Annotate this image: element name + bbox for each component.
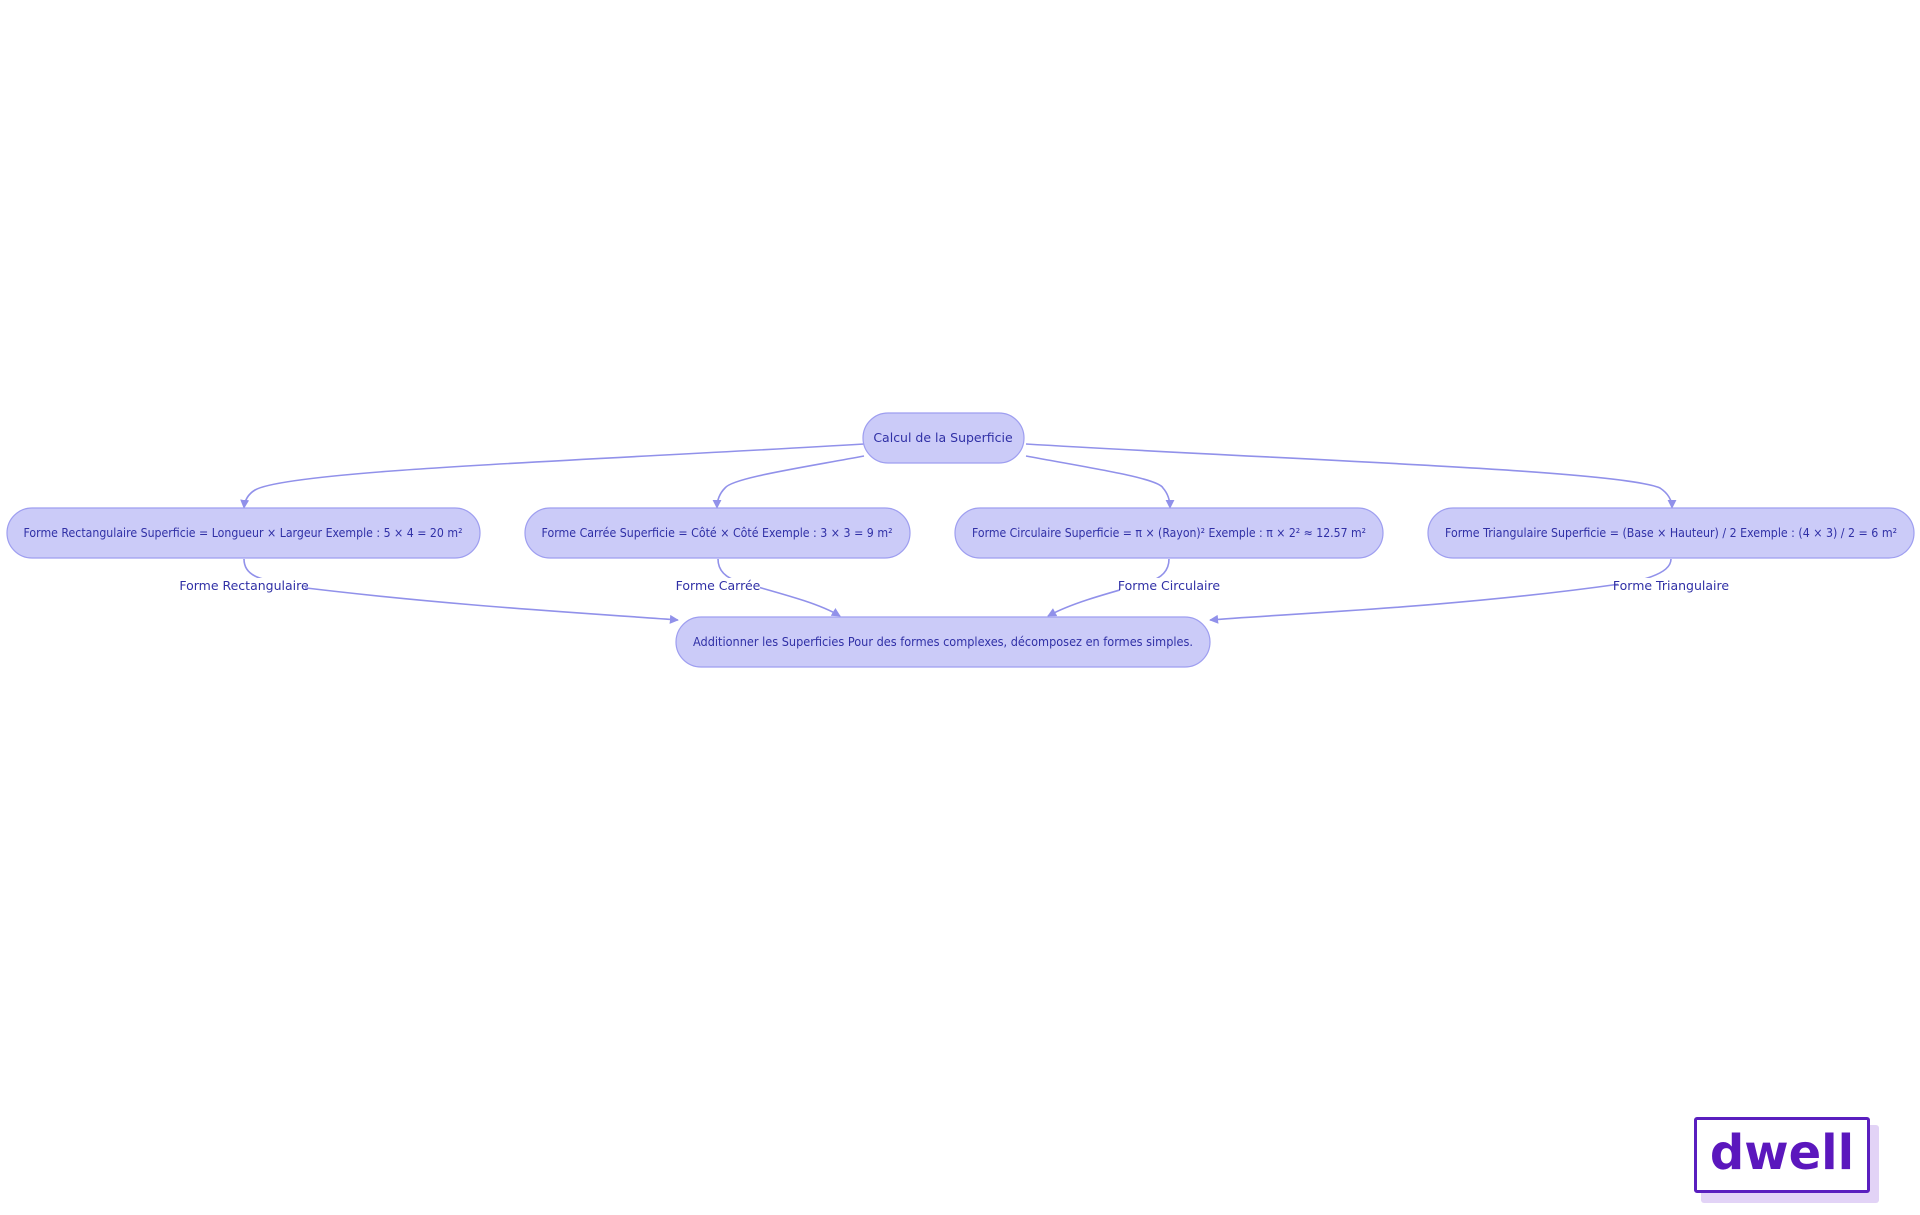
dwell-logo-text: dwell bbox=[1709, 1125, 1855, 1181]
node-circular-label: Forme Circulaire Superficie = π × (Rayon… bbox=[972, 525, 1366, 540]
edge-root-to-triangle bbox=[1025, 443, 1677, 509]
edge-label-triangle: Forme Triangulaire bbox=[1613, 578, 1729, 594]
node-rectangular-label: Forme Rectangulaire Superficie = Longueu… bbox=[24, 525, 463, 540]
node-root-label: Calcul de la Superficie bbox=[873, 430, 1013, 445]
edge-triangle-to-sum bbox=[1209, 558, 1672, 624]
node-triangular: Forme Triangulaire Superficie = (Base × … bbox=[1427, 507, 1915, 559]
edge-label-rect-text: Forme Rectangulaire bbox=[179, 578, 309, 593]
edge-label-square: Forme Carrée bbox=[676, 578, 761, 594]
edge-root-to-circle bbox=[1025, 455, 1175, 509]
node-sum-label: Additionner les Superficies Pour des for… bbox=[693, 634, 1193, 649]
edge-label-triangle-text: Forme Triangulaire bbox=[1613, 578, 1729, 593]
node-square-label: Forme Carrée Superficie = Côté × Côté Ex… bbox=[542, 525, 893, 540]
edge-label-circle-text: Forme Circulaire bbox=[1118, 578, 1220, 593]
dwell-logo: dwell bbox=[1694, 1117, 1870, 1193]
edge-root-to-rect bbox=[240, 443, 865, 509]
edge-label-square-text: Forme Carrée bbox=[676, 578, 761, 593]
node-root: Calcul de la Superficie bbox=[862, 412, 1025, 464]
node-triangular-label: Forme Triangulaire Superficie = (Base × … bbox=[1445, 525, 1897, 540]
node-sum: Additionner les Superficies Pour des for… bbox=[675, 616, 1211, 668]
node-rectangular: Forme Rectangulaire Superficie = Longueu… bbox=[6, 507, 481, 559]
edge-root-to-square bbox=[712, 455, 865, 509]
node-square: Forme Carrée Superficie = Côté × Côté Ex… bbox=[524, 507, 911, 559]
edge-rect-to-sum bbox=[243, 558, 679, 624]
edge-label-rect: Forme Rectangulaire bbox=[179, 578, 309, 594]
edge-label-circle: Forme Circulaire bbox=[1118, 578, 1220, 594]
node-circular: Forme Circulaire Superficie = π × (Rayon… bbox=[954, 507, 1384, 559]
